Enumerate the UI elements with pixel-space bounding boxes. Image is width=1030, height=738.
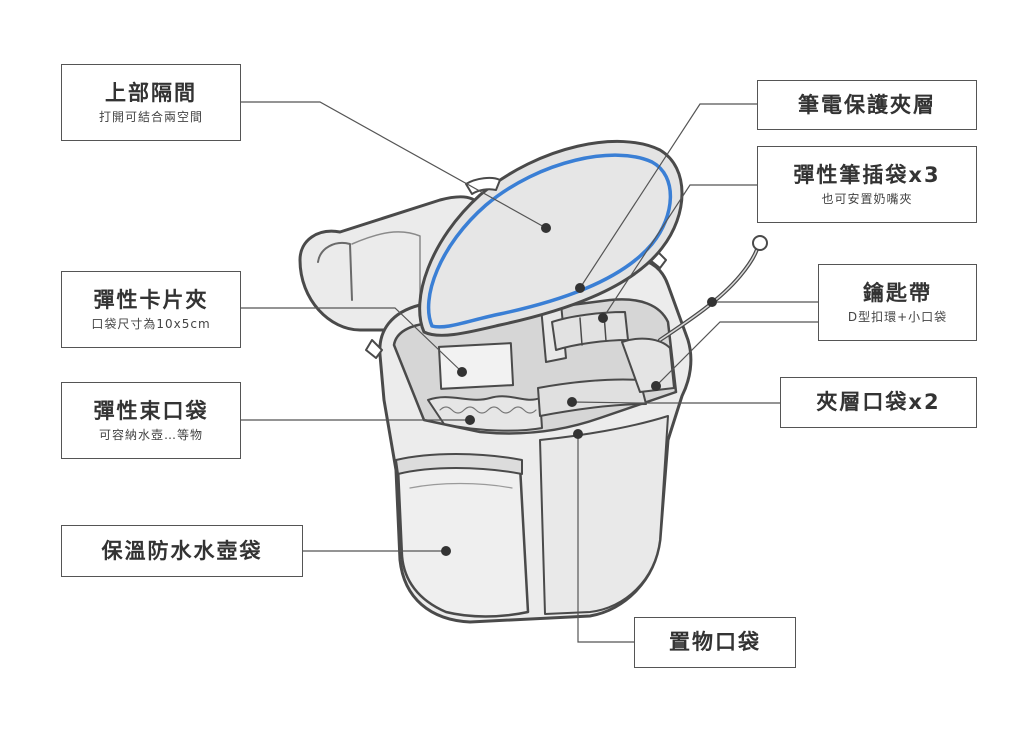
label-title: 上部隔間 [105, 80, 197, 105]
top-handle [465, 176, 501, 195]
anchor-dot [541, 223, 551, 233]
bottle-pocket-elastic [395, 453, 523, 475]
label-card-holder: 彈性卡片夾 口袋尺寸為10x5cm [61, 271, 241, 348]
leader-storage-pocket [577, 434, 634, 643]
drawstring-ruffle [439, 406, 537, 414]
key-strap-cord-highlight [659, 245, 759, 341]
lid-blue-zipper [426, 153, 673, 329]
anchor-dot [573, 429, 583, 439]
label-subtitle: 可容納水壺…等物 [98, 427, 203, 442]
label-subtitle: 也可安置奶嘴夾 [821, 191, 913, 206]
anchor-dot [441, 546, 451, 556]
leader-upper-compartment [241, 101, 547, 229]
anchor-dots [441, 223, 717, 556]
front-storage-panel [539, 415, 669, 615]
label-sandwich-pockets: 夾層口袋x2 [780, 377, 977, 428]
label-title: 置物口袋 [669, 630, 761, 655]
label-title: 彈性筆插袋x3 [793, 162, 941, 187]
card-holder-rect [437, 342, 515, 390]
zipper-pull-icon [365, 339, 383, 359]
label-title: 保溫防水水壺袋 [101, 538, 263, 563]
rolled-flap-fold [317, 242, 353, 301]
label-subtitle: D型扣環+小口袋 [847, 309, 948, 324]
leader-laptop-sleeve [579, 103, 757, 289]
anchor-dot [575, 283, 585, 293]
label-title: 筆電保護夾層 [798, 92, 936, 117]
label-title: 夾層口袋x2 [816, 390, 941, 415]
label-laptop-sleeve: 筆電保護夾層 [757, 80, 977, 130]
label-bottle-pocket: 保溫防水水壺袋 [61, 525, 303, 577]
sandwich-pocket-front [537, 378, 647, 417]
label-subtitle: 口袋尺寸為10x5cm [91, 316, 211, 331]
pen-slot-divider [579, 317, 583, 346]
anchor-dot [457, 367, 467, 377]
label-drawstring-pocket: 彈性束口袋 可容納水壺…等物 [61, 382, 241, 459]
anchor-dot [465, 415, 475, 425]
backpack-illustration [298, 139, 768, 624]
label-pen-slots: 彈性筆插袋x3 也可安置奶嘴夾 [757, 146, 977, 223]
bottle-pocket-shape [396, 459, 530, 618]
label-title: 鑰匙帶 [863, 280, 932, 305]
label-title: 彈性卡片夾 [93, 287, 209, 312]
d-ring-icon [752, 235, 768, 251]
drawstring-pocket-shape [427, 395, 543, 432]
anchor-dot [598, 313, 608, 323]
leader-sandwich-side [655, 321, 818, 387]
label-upper-compartment: 上部隔間 打開可結合兩空間 [61, 64, 241, 141]
label-title: 彈性束口袋 [93, 398, 209, 423]
label-subtitle: 打開可結合兩空間 [98, 109, 203, 124]
label-storage-pocket: 置物口袋 [634, 617, 796, 668]
leader-card-holder [241, 307, 463, 373]
label-key-strap: 鑰匙帶 D型扣環+小口袋 [818, 264, 977, 341]
anchor-dot [707, 297, 717, 307]
leader-lines [241, 101, 818, 643]
anchor-dot [651, 381, 661, 391]
anchor-dot [567, 397, 577, 407]
leader-sandwich-front [571, 401, 780, 404]
sandwich-pocket-side [621, 337, 675, 393]
leader-pen-slots [602, 184, 757, 319]
bottle-pocket-seam [409, 482, 513, 489]
rolled-flap-crease [351, 231, 421, 321]
